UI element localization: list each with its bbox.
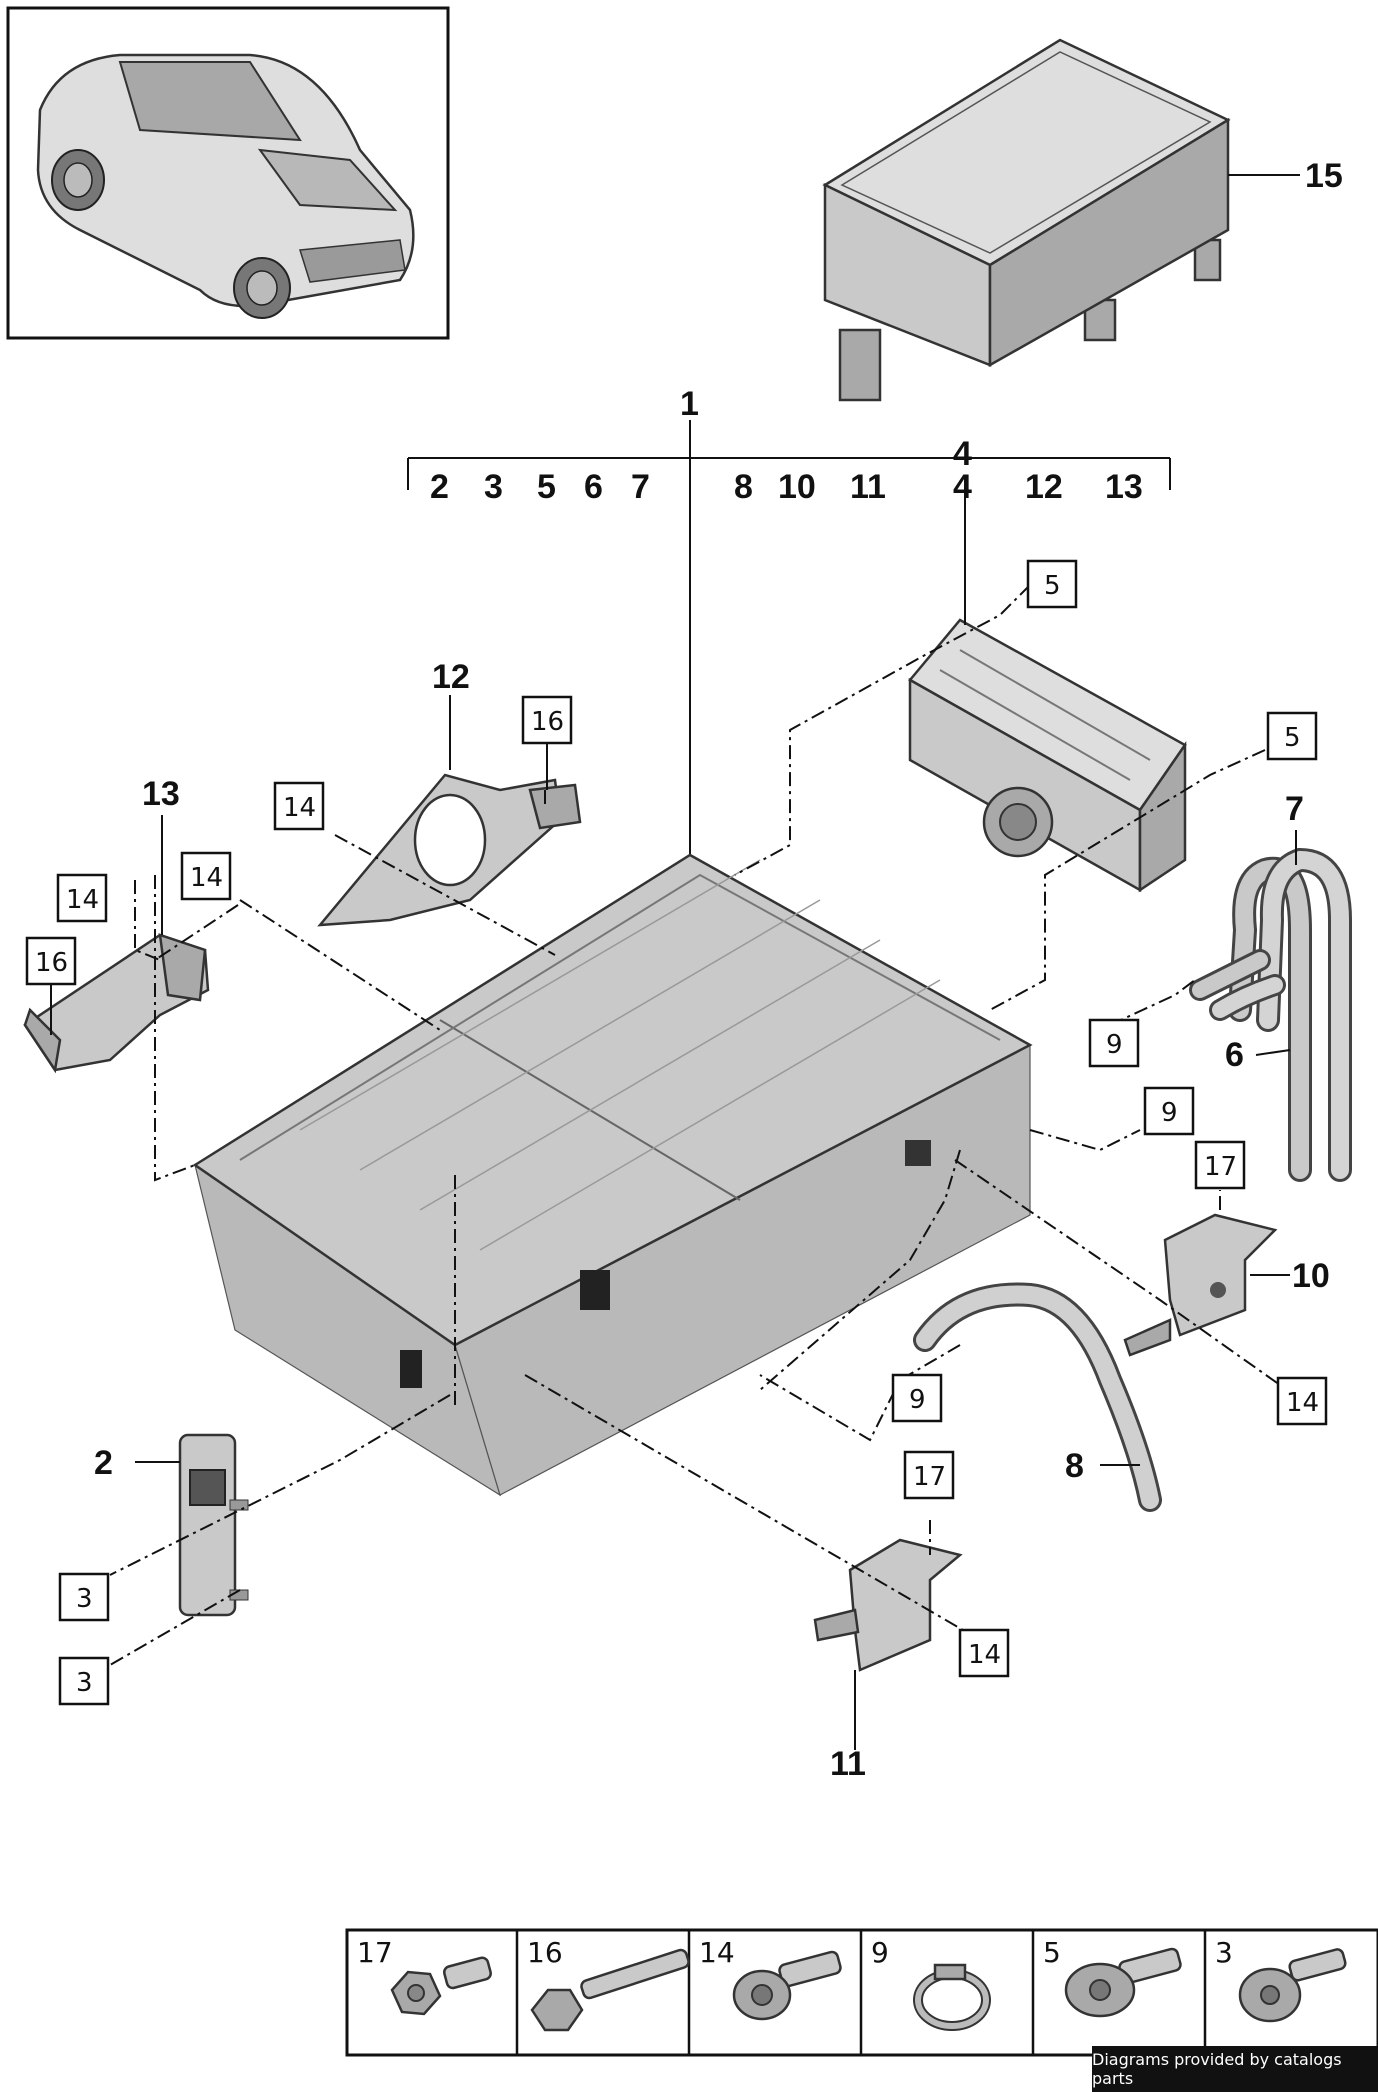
ref-box-16-right: 16 — [531, 707, 564, 737]
group-member-2: 2 — [430, 468, 449, 506]
group-member-7: 7 — [631, 468, 650, 506]
torx-flange-bolt-icon — [1064, 1947, 1182, 2018]
torx-pan-screw-icon — [1238, 1948, 1347, 2023]
part-11-bracket — [813, 1538, 963, 1672]
callout-11: 11 — [830, 1745, 866, 1783]
group-member-3: 3 — [484, 468, 503, 506]
group-member-5: 5 — [537, 468, 556, 506]
ref-box-9-c: 9 — [909, 1385, 926, 1415]
callout-8: 8 — [1065, 1447, 1084, 1485]
legend-ref-17: 17 — [357, 1936, 393, 1969]
long-hex-bolt-icon — [530, 1948, 690, 2032]
part-6-coolant-branch — [1189, 949, 1286, 1021]
vehicle-thumbnail — [6, 6, 450, 340]
callout-6: 6 — [1225, 1036, 1244, 1074]
part-8-coolant-hose — [913, 1282, 1162, 1512]
callout-13: 13 — [142, 775, 180, 813]
legend-ref-14: 14 — [699, 1936, 735, 1969]
ref-box-14-bottom: 14 — [968, 1640, 1001, 1670]
ref-box-16-left: 16 — [35, 948, 68, 978]
hex-flange-bolt-icon — [390, 1956, 492, 2016]
callout-1: 1 — [680, 385, 699, 423]
legend-ref-16: 16 — [527, 1936, 563, 1969]
group-member-12: 12 — [1025, 468, 1063, 506]
torx-bolt-icon — [732, 1950, 842, 2021]
legend-ref-9: 9 — [871, 1936, 889, 1969]
ref-box-5-top: 5 — [1044, 571, 1061, 601]
fastener-legend: 17 16 14 9 5 3 — [345, 1928, 1378, 2057]
part-10-bracket — [1123, 1213, 1278, 1357]
legend-ref-5: 5 — [1043, 1936, 1061, 1969]
part-4-control-unit — [908, 618, 1187, 893]
ref-box-17-a: 17 — [1204, 1152, 1237, 1182]
part-12-bracket — [317, 773, 582, 927]
group-bracket — [407, 420, 1171, 855]
group-member-13: 13 — [1105, 468, 1143, 506]
assembly-dash-lines — [109, 584, 1281, 1666]
part-2-module — [178, 1433, 249, 1617]
part-13-bracket — [23, 933, 210, 1074]
group-member-4: 4 — [953, 468, 972, 506]
legend-ref-3: 3 — [1215, 1936, 1233, 1969]
credit-banner: Diagrams provided by catalogs parts — [1092, 2046, 1378, 2092]
battery-pack — [192, 853, 1033, 1497]
ref-box-14-a: 14 — [283, 793, 316, 823]
ref-box-14-left: 14 — [66, 885, 99, 915]
part-7-coolant-pipes — [1228, 847, 1352, 1182]
ref-box-3-a: 3 — [76, 1584, 93, 1614]
ref-box-14-right: 14 — [1286, 1388, 1319, 1418]
hose-clamp-icon — [913, 1963, 991, 2031]
ref-box-9-b: 9 — [1161, 1098, 1178, 1128]
group-member-6: 6 — [584, 468, 603, 506]
part-15-box — [822, 38, 1231, 402]
group-member-11: 11 — [850, 468, 886, 506]
callout-12: 12 — [432, 658, 470, 696]
callout-15: 15 — [1305, 157, 1343, 195]
ref-box-14-b: 14 — [190, 863, 223, 893]
ref-box-5-mid: 5 — [1284, 723, 1301, 753]
callout-2: 2 — [94, 1444, 113, 1482]
group-member-10: 10 — [778, 468, 816, 506]
ref-box-3-b: 3 — [76, 1668, 93, 1698]
callout-7: 7 — [1285, 790, 1304, 828]
ref-box-9-a: 9 — [1106, 1030, 1123, 1060]
group-member-8: 8 — [734, 468, 753, 506]
callout-4: 4 — [953, 435, 972, 473]
boxed-refs: 5 5 16 14 14 14 16 9 9 17 14 9 17 14 3 3 — [25, 559, 1328, 1706]
ref-box-17-b: 17 — [913, 1462, 946, 1492]
callout-10: 10 — [1292, 1257, 1330, 1295]
